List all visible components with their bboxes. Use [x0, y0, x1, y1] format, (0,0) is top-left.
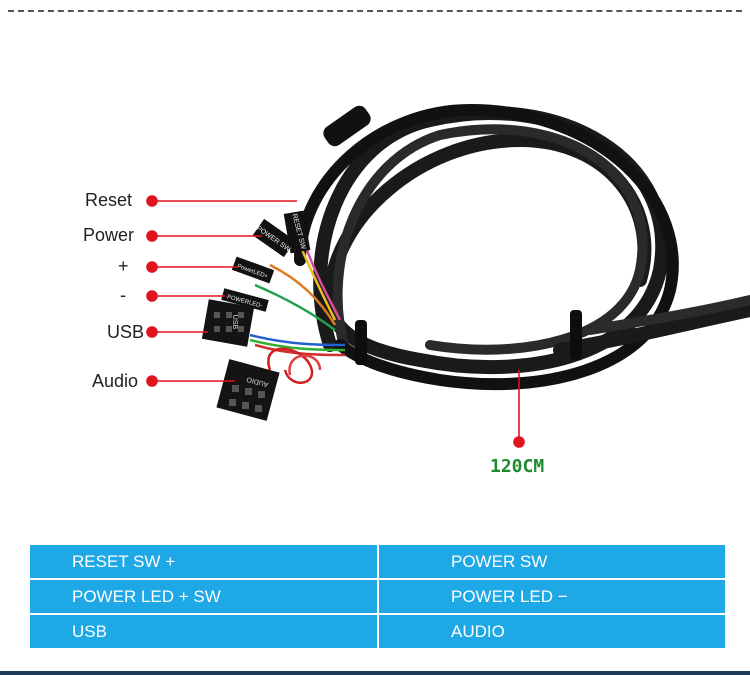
top-dashed-divider	[8, 10, 742, 12]
audio-connector: AUDIO	[216, 359, 280, 421]
table-cell: POWER LED −	[379, 580, 725, 615]
label-reset: Reset	[85, 190, 133, 210]
table-cell: POWER SW	[379, 545, 725, 580]
pointer-lines	[146, 195, 525, 448]
svg-text:USB: USB	[231, 315, 238, 330]
cable-tie	[355, 320, 367, 365]
spec-table: RESET SW + POWER SW POWER LED + SW POWER…	[30, 545, 725, 650]
label-usb: USB	[107, 322, 145, 342]
table-cell: USB	[30, 615, 379, 650]
cable-length-label: 120CM	[490, 456, 545, 477]
cable-photo: RESET SW POWER SW PowerLED+ POWERLED- US…	[146, 103, 750, 448]
label-minus: -	[120, 285, 126, 305]
table-cell: RESET SW +	[30, 545, 379, 580]
cable-coil	[294, 103, 750, 391]
label-plus: +	[118, 256, 129, 276]
cable-ferrite	[323, 105, 371, 147]
label-audio: Audio	[92, 371, 139, 391]
table-cell: POWER LED + SW	[30, 580, 379, 615]
cable-tie	[570, 310, 582, 360]
power-led-plus-connector: PowerLED+	[231, 256, 275, 284]
table-row: RESET SW + POWER SW	[30, 545, 725, 580]
table-row: USB AUDIO	[30, 615, 725, 650]
colored-wires	[249, 244, 346, 384]
bottom-divider	[0, 671, 750, 675]
table-cell: AUDIO	[379, 615, 725, 650]
label-power: Power	[83, 225, 135, 245]
usb-connector: USB	[201, 299, 255, 347]
table-row: POWER LED + SW POWER LED −	[30, 580, 725, 615]
